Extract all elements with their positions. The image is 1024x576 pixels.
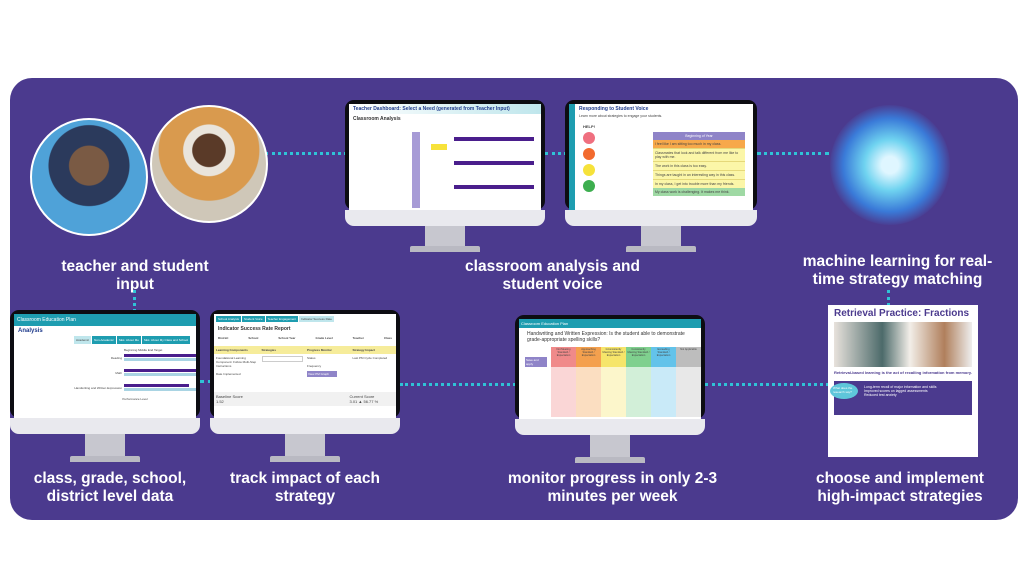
x-axis-label: Performance Level — [122, 397, 148, 401]
scale-column[interactable]: Not Meeting Standard / Expectation — [551, 347, 576, 417]
step-label-analysis: classroom analysis and student voice — [465, 258, 640, 293]
row-label: Math — [115, 370, 122, 375]
step-label-monitor: monitor progress in only 2-3 minutes per… — [507, 470, 718, 505]
statement: My class work is challenging. It makes m… — [653, 188, 745, 196]
view-graph-button[interactable]: View PM Graph — [307, 371, 337, 377]
statement: Classmates that look and talk different … — [653, 148, 745, 161]
tab-non-academic[interactable]: Non-Academic — [92, 336, 116, 344]
app-title: Classroom Education Plan — [519, 319, 701, 328]
column-header: Beginning of Year — [653, 132, 745, 140]
statement: Things are taught in an interesting way … — [653, 170, 745, 179]
document-photo — [834, 322, 972, 367]
machine-learning-graphic — [830, 105, 950, 225]
students-photo — [30, 118, 148, 236]
chart-legend: Beginning Middle End Target — [124, 348, 163, 352]
scale-column[interactable]: Approaching Standard / Expectation — [576, 347, 601, 417]
connector — [200, 380, 212, 383]
document-title: Retrieval Practice: Fractions — [834, 308, 970, 319]
neutral-face-icon — [583, 164, 595, 176]
connector — [265, 152, 347, 155]
scale-header: Consistently Meeting Standard / Expectat… — [626, 347, 651, 367]
connector — [757, 152, 829, 155]
scale-header: Exceeding Standard / Expectation — [651, 347, 676, 367]
scale-column[interactable]: Not Applicable — [676, 347, 701, 417]
voice-heading: Responding to Student Voice — [579, 106, 649, 112]
help-label: HELP! — [583, 124, 595, 129]
document-lead: Retrieval-based learning is the act of r… — [834, 370, 972, 375]
status-label: Status — [307, 356, 316, 360]
field-label: School Year — [278, 336, 296, 340]
benefit-item: Reduced test anxiety — [864, 393, 897, 397]
step-label-impact: track impact of each strategy — [230, 470, 380, 505]
row-label: Reading — [110, 355, 122, 360]
field-label: District — [218, 336, 229, 340]
statement: The work in this class is too easy. — [653, 161, 745, 170]
dashboard-section: Classroom Analysis — [353, 116, 401, 122]
scale-column[interactable]: Inconsistently Meeting Standard / Expect… — [601, 347, 626, 417]
column-header: Progress Monitor — [307, 348, 332, 352]
baseline-label: Baseline Score — [216, 394, 243, 399]
connector — [133, 290, 136, 312]
dashboard-title: Teacher Dashboard: Select a Need (genera… — [349, 104, 541, 114]
benefit-item: Improved scores on lagged assessments — [864, 389, 928, 393]
step-label-input: teacher and student input — [61, 258, 209, 293]
connector — [887, 290, 890, 306]
learning-component: Foundational Learning Component: Follow … — [216, 356, 257, 368]
connector — [545, 152, 567, 155]
question-text: Handwriting and Written Expression: Is t… — [527, 331, 685, 343]
scale-header: Not Applicable — [676, 347, 701, 367]
last-cycle-label: Last PM Cycle Completed — [352, 356, 388, 360]
scale-header: Approaching Standard / Expectation — [576, 347, 601, 367]
statement: I feel like I am sitting too much in my … — [653, 140, 745, 148]
student-voice-monitor: Responding to Student Voice Learn more a… — [565, 100, 757, 252]
field-label: Class — [383, 336, 392, 340]
scale-header: Inconsistently Meeting Standard / Expect… — [601, 347, 626, 367]
report-title: Indicator Success Rate Report — [218, 326, 291, 332]
tab-school-analysis[interactable]: School Analysis — [216, 316, 242, 322]
research-callout: What does the research say? — [830, 383, 858, 399]
save-apply-button[interactable]: Save and apply — [525, 357, 547, 367]
app-title: Classroom Education Plan — [14, 314, 196, 326]
column-header: Strategies — [261, 348, 277, 352]
happy-face-icon — [583, 180, 595, 192]
tab-sel-class[interactable]: SEL: About My Class and School — [141, 336, 190, 344]
tab-student-voice[interactable]: Student Voice — [242, 316, 265, 322]
sad-face-icon — [583, 148, 595, 160]
current-label: Current Score — [349, 394, 375, 399]
scale-header: Not Meeting Standard / Expectation — [551, 347, 576, 367]
tab-indicator-success[interactable]: Indicator Success Rate — [299, 316, 334, 322]
baseline-score: 1.52 — [216, 399, 224, 404]
current-score: 3.01 ▲ 56.77 % — [349, 399, 379, 404]
connector — [400, 383, 516, 386]
column-header: Strategy Impact — [352, 348, 376, 352]
angry-face-icon — [583, 132, 595, 144]
step-label-levels: class, grade, school, district level dat… — [33, 470, 187, 505]
benefit-item: Long-term recall of major information an… — [864, 385, 937, 389]
progress-monitor: Classroom Education Plan Handwriting and… — [515, 315, 705, 463]
tab-teacher-engagement[interactable]: Teacher Engagement — [265, 316, 299, 322]
voice-subtitle: Learn more about strategies to engage yo… — [579, 114, 663, 118]
step-label-implement: choose and implement high-impact strateg… — [816, 470, 984, 505]
statement: In my class, I get into trouble more tha… — [653, 179, 745, 188]
field-label: Grade Level — [315, 336, 333, 340]
tab-sel-me[interactable]: SEL: About Me — [116, 336, 141, 344]
field-label: School — [248, 336, 259, 340]
frequency-label: Frequency — [307, 364, 322, 368]
dashboard-monitor: Teacher Dashboard: Select a Need (genera… — [345, 100, 545, 252]
section-title: Analysis — [18, 328, 43, 334]
impact-monitor: School Analysis Student Voice Teacher En… — [210, 310, 400, 462]
arrow-icon — [431, 144, 447, 150]
teacher-photo — [150, 105, 268, 223]
column-header: Learning Components — [216, 348, 248, 352]
scale-column[interactable]: Exceeding Standard / Expectation — [651, 347, 676, 417]
date-label: Date Implemented — [216, 372, 241, 376]
tab-academic[interactable]: Academic — [74, 336, 92, 344]
connector — [705, 383, 829, 386]
row-label: Handwriting and Written Expression — [74, 385, 122, 390]
scale-column[interactable]: Consistently Meeting Standard / Expectat… — [626, 347, 651, 417]
strategy-document: Retrieval Practice: Fractions Retrieval-… — [828, 305, 978, 457]
step-label-ml: machine learning for real-time strategy … — [802, 253, 993, 288]
levels-monitor: Classroom Education Plan Analysis Academ… — [10, 310, 200, 462]
field-label: Teacher — [352, 336, 364, 340]
